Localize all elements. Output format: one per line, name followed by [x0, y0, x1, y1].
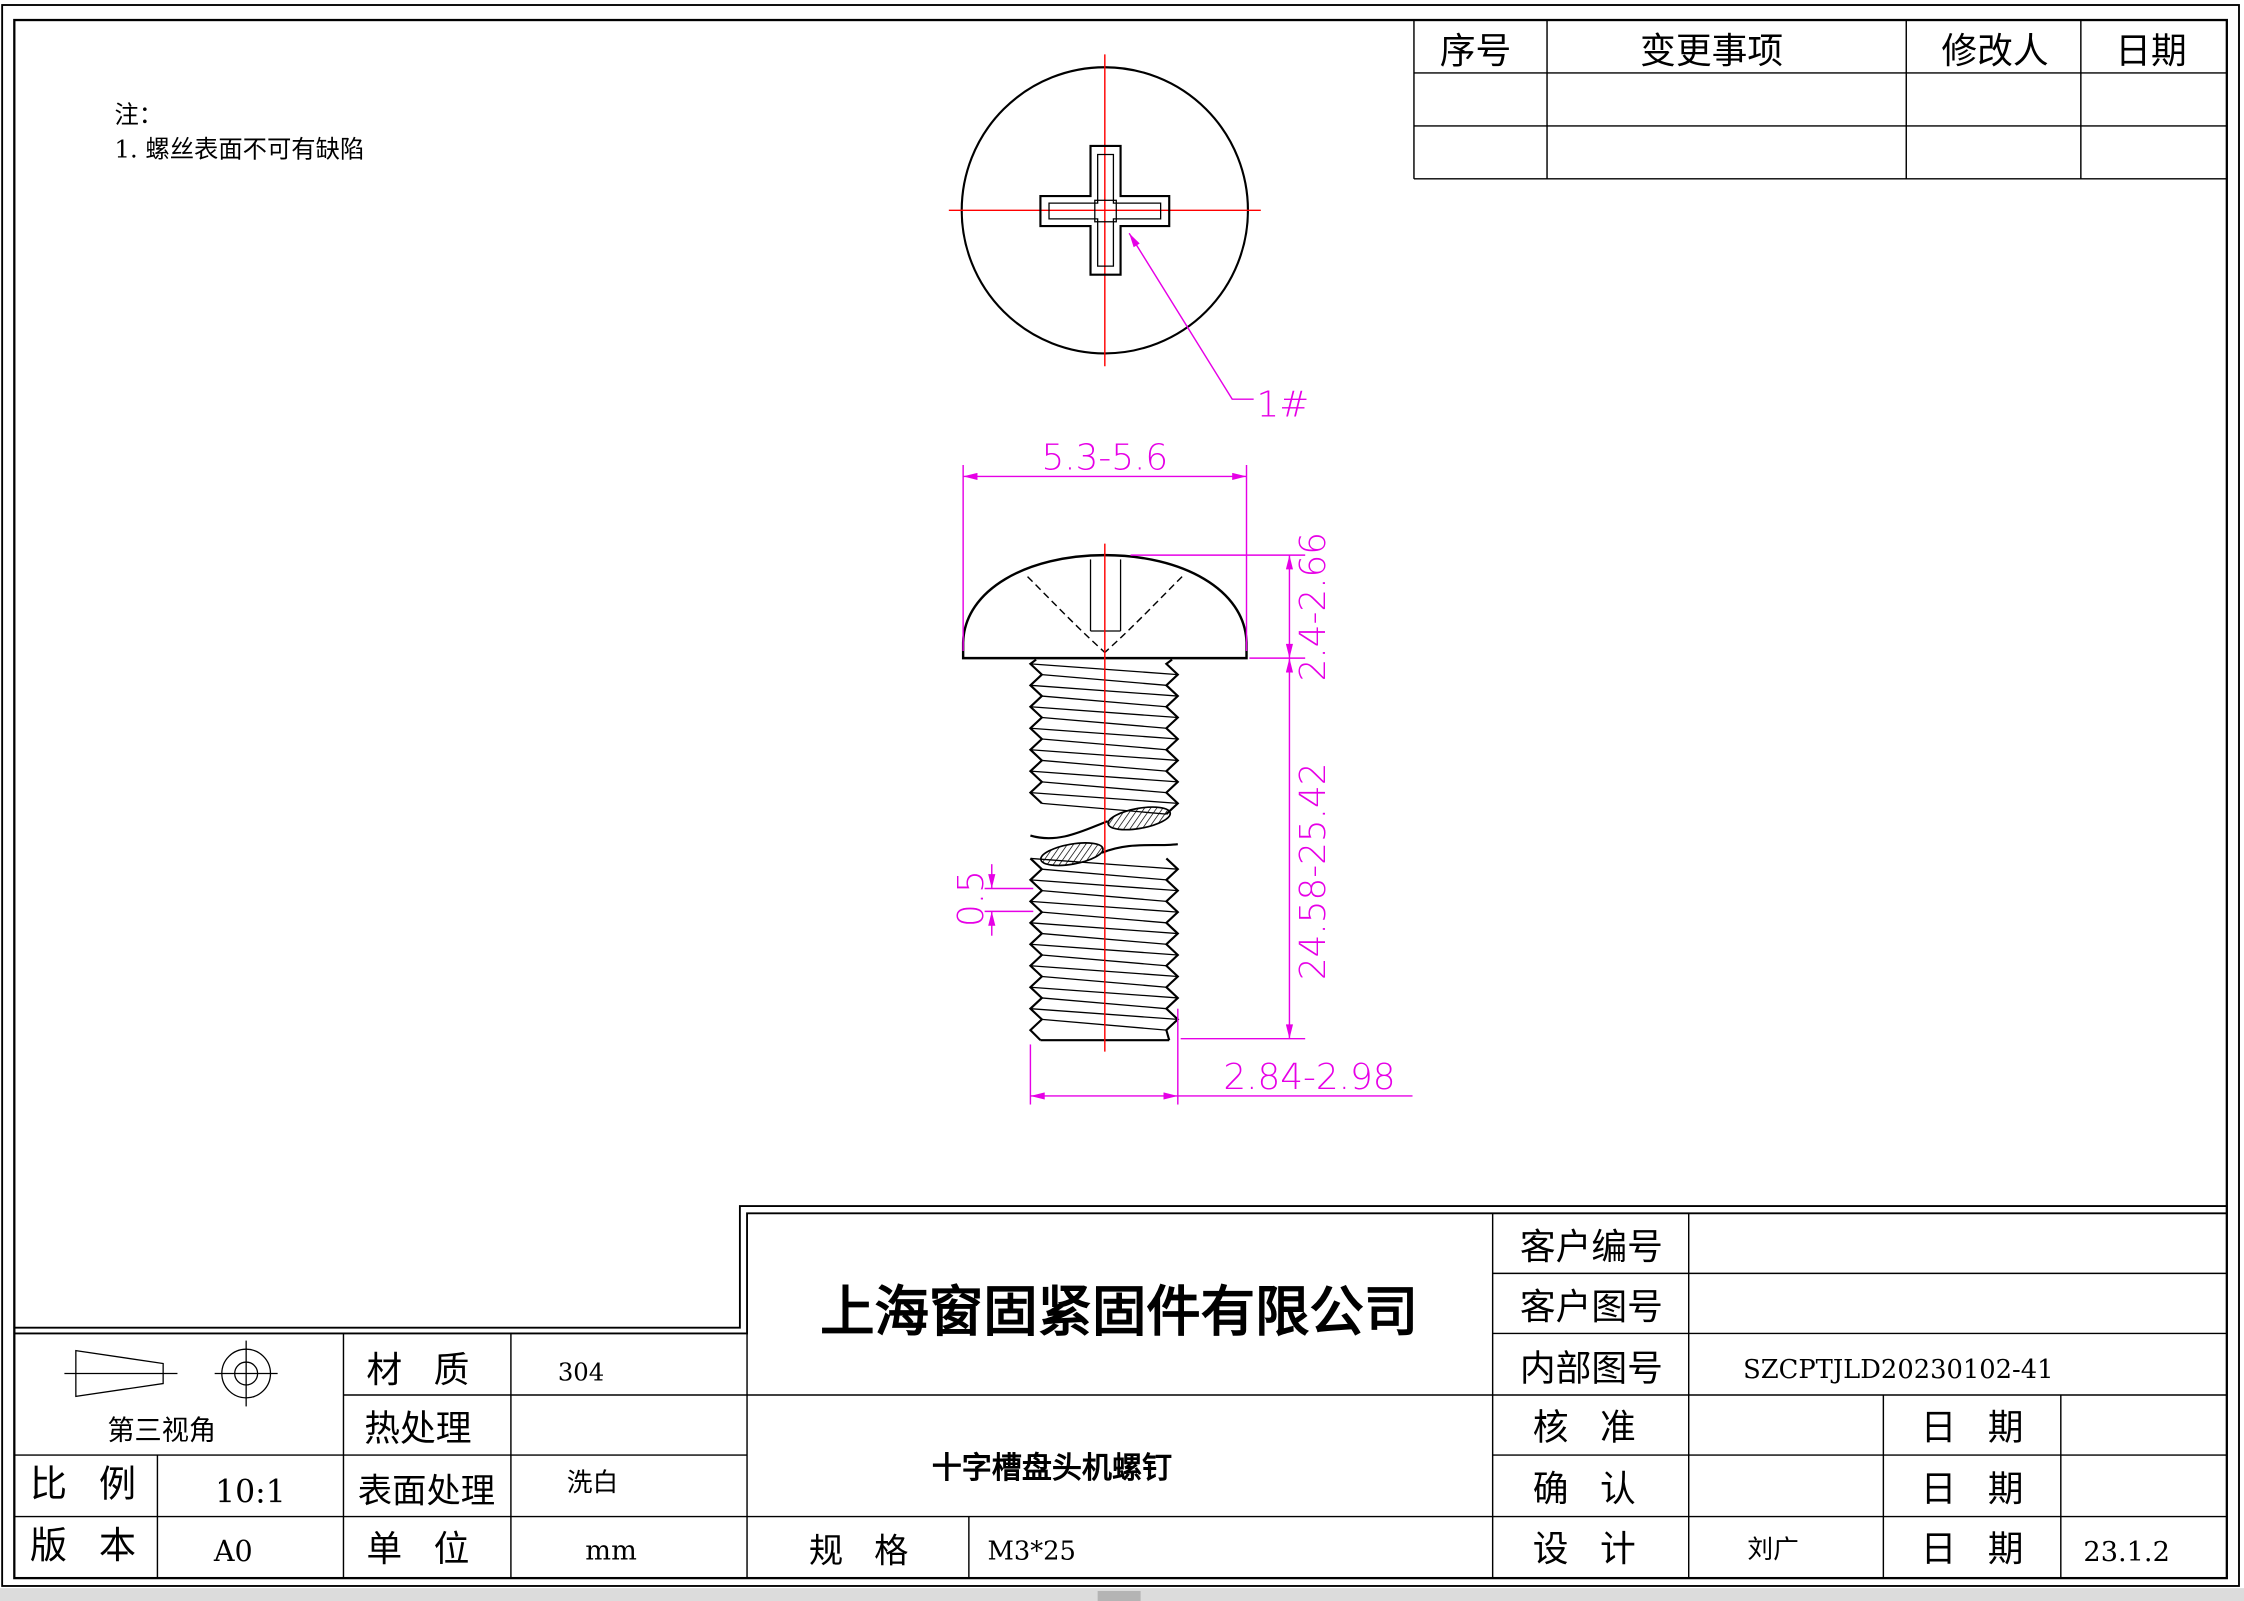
notes: 注： 1. 螺丝表面不可有缺陷: [114, 100, 364, 163]
dim-thread-pitch: 0.5: [951, 870, 992, 927]
spec-label: 规 格: [809, 1531, 909, 1571]
designer-name: 刘广: [1747, 1535, 1799, 1565]
side-view: [961, 543, 1248, 1052]
thread-right-profile: [1164, 857, 1180, 1041]
revision-header-date: 日期: [2115, 31, 2187, 72]
title-block-border-outer: [14, 1205, 2227, 1329]
design-date-label: 日 期: [1921, 1529, 2024, 1570]
scrollbar-thumb[interactable]: [1097, 1590, 1141, 1601]
callout-label: 1#: [1257, 384, 1310, 425]
title-block: 第三视角 材 质 304 热处理 表面处理 洗白 单 位 mm 比 例 10:1…: [14, 1205, 2227, 1579]
version-label: 版 本: [30, 1523, 136, 1567]
break-section-right: [1107, 806, 1172, 831]
scale-value: 10:1: [215, 1474, 286, 1510]
projection-cone-icon: [75, 1349, 164, 1398]
unit-label: 单 位: [366, 1529, 469, 1570]
shaft-break: [1030, 806, 1178, 867]
part-name: 十字槽盘头机螺钉: [932, 1451, 1172, 1486]
break-section-left: [1039, 842, 1104, 867]
approval-date-label: 日 期: [1921, 1407, 2024, 1448]
design-date-value: 23.1.2: [2083, 1537, 2169, 1568]
drawing-frame: [13, 18, 2228, 1580]
approval-label: 核 准: [1533, 1407, 1636, 1448]
notes-title: 注：: [114, 100, 163, 129]
recess-hidden-line-right: [1104, 576, 1183, 653]
revision-header-change: 变更事项: [1640, 31, 1783, 72]
break-line-lower: [1101, 843, 1178, 854]
scale-label: 比 例: [30, 1462, 136, 1506]
spec-value: M3*25: [987, 1537, 1075, 1567]
internal-drawing-no-value: SZCPTJLD20230102-41: [1743, 1355, 2053, 1385]
top-view: 1#: [948, 54, 1310, 425]
projection-label: 第三视角: [107, 1415, 216, 1446]
cross-recess-center: [1094, 199, 1117, 223]
customer-no-label: 客户编号: [1520, 1227, 1663, 1268]
revision-header-editor: 修改人: [1941, 31, 2048, 72]
internal-drawing-no-label: 内部图号: [1520, 1349, 1663, 1390]
thread-left-profile: [1028, 658, 1044, 805]
unit-value: mm: [585, 1536, 637, 1567]
cross-recess-inner: [1048, 153, 1162, 267]
version-value: A0: [213, 1534, 253, 1568]
confirm-date-label: 日 期: [1921, 1469, 2024, 1510]
company-name: 上海窗固紧固件有限公司: [820, 1280, 1418, 1344]
third-angle-projection-icon: [64, 1340, 278, 1407]
note-item: 1. 螺丝表面不可有缺陷: [114, 134, 364, 163]
thread-left-profile: [1028, 857, 1044, 1041]
material-value: 304: [558, 1358, 604, 1387]
outer-border: [1, 4, 2240, 1587]
recess-hidden-line-left: [1027, 576, 1106, 653]
cross-recess-outline: [1039, 144, 1171, 276]
callout-leader: [1128, 232, 1254, 400]
confirm-label: 确 认: [1533, 1469, 1636, 1510]
dim-thread-diameter: 2.84-2.98: [1223, 1057, 1395, 1098]
revision-table: 序号 变更事项 修改人 日期: [1413, 20, 2227, 180]
dim-shank-length: 24.58-25.42: [1293, 762, 1334, 980]
dimensions: 5.3-5.6 2.4-2.66 24.58-25.42 0.5 2.84-2.…: [951, 437, 1413, 1105]
surface-treatment-value: 洗白: [567, 1468, 619, 1498]
surface-treatment-label: 表面处理: [358, 1471, 495, 1511]
material-label: 材 质: [366, 1350, 469, 1391]
heat-treatment-label: 热处理: [364, 1409, 471, 1450]
title-block-border-inner: [14, 1212, 2227, 1335]
thread-right-profile: [1164, 658, 1180, 815]
customer-drawing-no-label: 客户图号: [1520, 1287, 1663, 1328]
break-line-upper: [1030, 820, 1109, 840]
dim-head-height: 2.4-2.66: [1293, 532, 1334, 681]
dim-head-diameter: 5.3-5.6: [1041, 437, 1168, 478]
revision-header-no: 序号: [1440, 31, 1512, 72]
design-label: 设 计: [1533, 1529, 1636, 1570]
